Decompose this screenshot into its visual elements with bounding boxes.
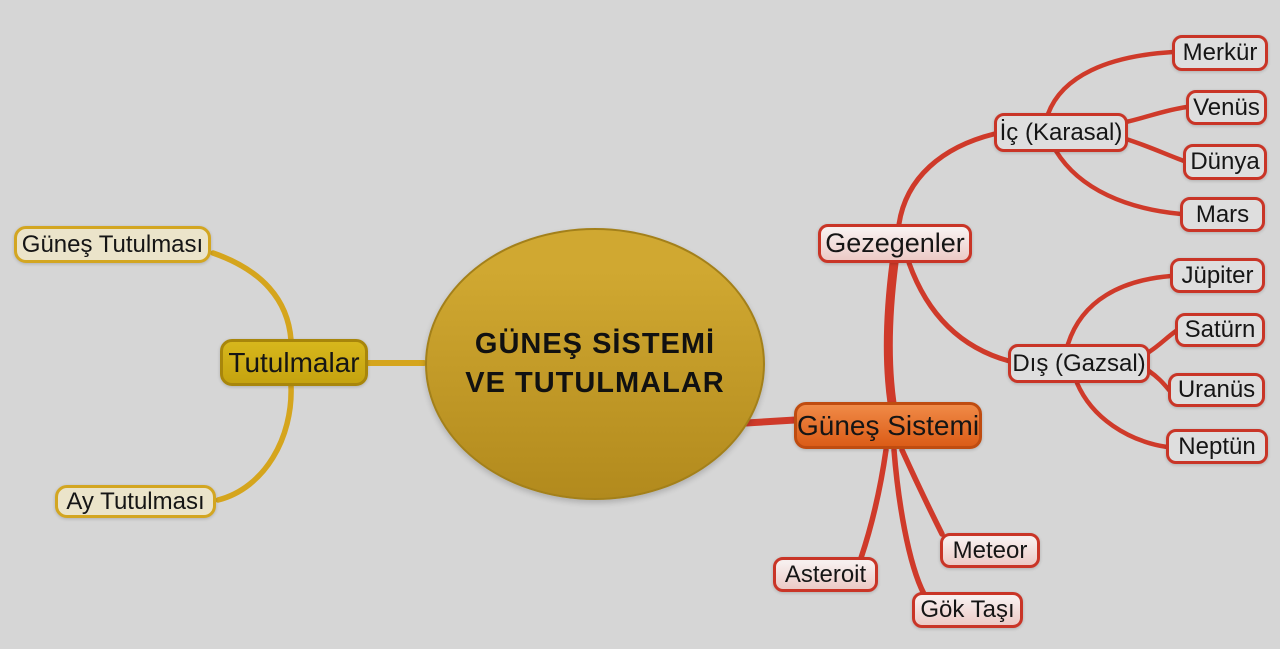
connector-center-gunes-sistemi: [742, 416, 799, 427]
node-gunes-sistemi[interactable]: Güneş Sistemi: [794, 402, 982, 449]
node-dunya[interactable]: Dünya: [1183, 144, 1267, 180]
connector-gunes-sistemi-gok-tasi: [891, 447, 927, 597]
node-saturn[interactable]: Satürn: [1175, 313, 1265, 347]
node-gok-tasi[interactable]: Gök Taşı: [912, 592, 1023, 628]
node-meteor[interactable]: Meteor: [940, 533, 1040, 568]
central-topic[interactable]: GÜNEŞ SİSTEMİ VE TUTULMALAR: [425, 228, 765, 500]
connector-gunes-sistemi-meteor: [899, 447, 945, 537]
central-topic-line1: GÜNEŞ SİSTEMİ: [474, 327, 716, 360]
node-dis-gazsal[interactable]: Dış (Gazsal): [1008, 344, 1150, 383]
connector-gezegenler-ic-karasal: [896, 131, 997, 227]
node-venus[interactable]: Venüs: [1186, 90, 1267, 125]
node-gunes-tutulmasi[interactable]: Güneş Tutulması: [14, 226, 211, 263]
node-asteroit[interactable]: Asteroit: [773, 557, 878, 592]
node-tutulmalar[interactable]: Tutulmalar: [220, 339, 368, 386]
central-topic-line2: VE TUTULMALAR: [465, 367, 725, 399]
connector-dis-jupiter: [1065, 273, 1174, 347]
connector-ic-merkur: [1045, 49, 1176, 117]
connector-ic-dunya: [1123, 136, 1187, 164]
node-uranus[interactable]: Uranüs: [1168, 373, 1265, 407]
connector-tutulmalar-ay-tutulmasi: [215, 383, 294, 503]
connector-dis-saturn: [1146, 328, 1179, 355]
connector-gezegenler-dis-gazsal: [906, 260, 1012, 364]
node-gezegenler[interactable]: Gezegenler: [818, 224, 972, 263]
node-neptun[interactable]: Neptün: [1166, 429, 1268, 464]
connector-gunes-sistemi-asteroit: [858, 447, 889, 561]
connector-ic-venus: [1123, 104, 1190, 125]
connector-tutulmalar-gunes-tutulmasi: [210, 250, 294, 343]
node-merkur[interactable]: Merkür: [1172, 35, 1268, 71]
node-mars[interactable]: Mars: [1180, 197, 1265, 232]
node-ay-tutulmasi[interactable]: Ay Tutulması: [55, 485, 216, 518]
node-jupiter[interactable]: Jüpiter: [1170, 258, 1265, 293]
connector-dis-neptun: [1074, 380, 1170, 450]
node-ic-karasal[interactable]: İç (Karasal): [994, 113, 1128, 152]
connector-dis-uranus: [1146, 368, 1172, 393]
connector-ic-mars: [1053, 148, 1184, 217]
connector-gunes-sistemi-gezegenler: [883, 258, 899, 408]
